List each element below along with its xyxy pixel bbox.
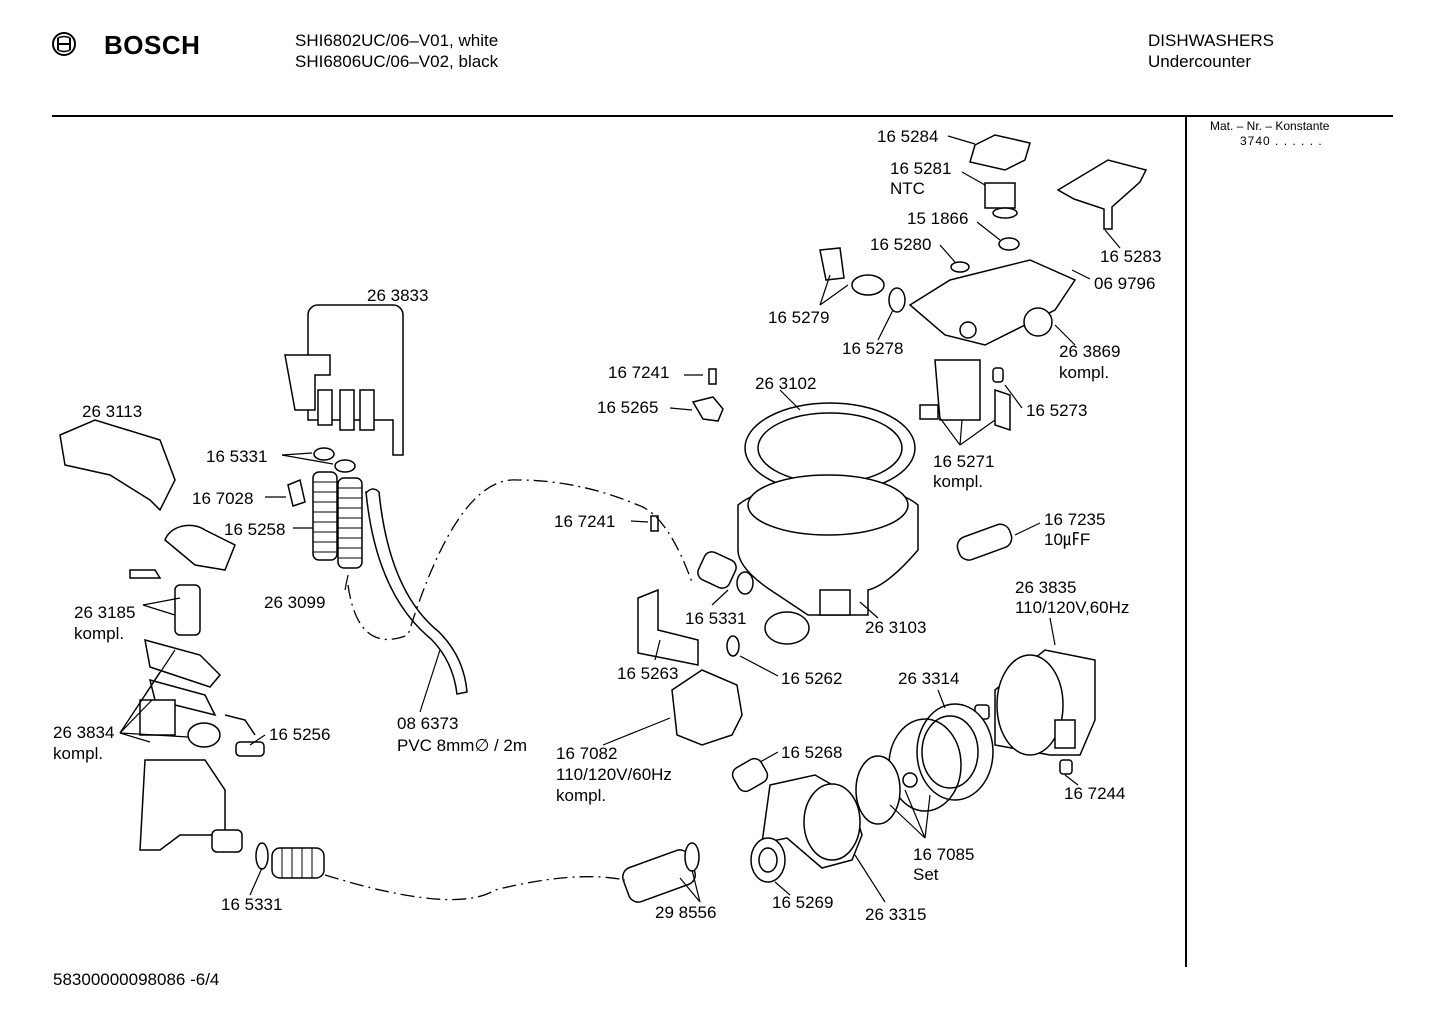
part-label: 26 3103 [865,618,927,637]
mat-nr-title: Mat. – Nr. – Konstante [1210,119,1330,133]
part-label: 16 5268 [781,743,843,762]
part-label: 16 7241 [608,363,670,382]
part-label: 16 7241 [554,512,616,531]
model-line-2: SHI6806UC/06–V02, black [295,52,499,71]
part-label-note: Set [913,865,939,884]
part-clip-small [726,635,740,657]
part-label: 16 7082 [556,744,618,763]
part-oring [888,287,906,313]
part-flow-meter [934,359,981,421]
part-label: 16 5331 [206,447,268,466]
part-screw [650,515,659,532]
part-label: 16 5280 [870,235,932,254]
part-label: 08 6373 [397,714,459,733]
parts-drawings [59,134,1148,903]
hose-routing-lines [324,479,694,901]
part-label-note: kompl. [74,624,125,643]
part-clip [819,247,845,281]
part-label: 26 3102 [755,374,817,393]
part-label: 16 5271 [933,452,995,471]
part-oring [255,842,269,870]
part-label: 16 7244 [1064,784,1126,803]
part-label: 26 3113 [82,402,143,421]
part-corrugated-hose [697,551,737,589]
brand-name: BOSCH [104,30,201,60]
part-label: 26 3835 [1015,578,1077,597]
part-label: 16 5281 [890,159,952,178]
part-spring [731,757,769,793]
part-label: 26 3869 [1059,342,1121,361]
part-label: 16 5263 [617,664,679,683]
part-label: 16 5269 [772,893,834,912]
part-capacitor [956,523,1013,561]
part-drain-pump [671,669,743,746]
part-label: 16 5256 [269,725,331,744]
part-label-note: PVC 8mm∅ / 2m [397,736,528,755]
part-level-switch [139,759,226,851]
bosch-logo [50,30,78,63]
part-label: 06 9796 [1094,274,1156,293]
part-label-note: 10㎌F [1044,530,1091,549]
part-label: 26 3099 [264,593,326,612]
document-number: 58300000098086 -6/4 [53,970,220,989]
part-label-note: kompl. [556,786,607,805]
part-oring [764,611,810,645]
part-label: 16 5258 [224,520,286,539]
part-label: 26 3185 [74,603,136,622]
part-label-note: NTC [890,179,925,198]
part-label: 15 1866 [907,209,969,228]
part-label: 29 8556 [655,903,717,922]
part-seal [950,261,970,273]
part-label-note: 110/120V/60Hz [556,765,672,784]
part-screw [708,368,717,385]
part-label: 16 5265 [597,398,659,417]
part-label-note: kompl. [1059,363,1110,382]
part-label: 26 3833 [367,286,429,305]
bosch-armature-icon [52,32,76,56]
part-lever [144,638,222,688]
part-bracket [1056,159,1148,230]
category-line-1: DISHWASHERS [1148,31,1274,50]
leader-lines [119,135,1121,903]
part-ntc-sensor [984,182,1016,209]
part-corrugated-hose [271,847,325,879]
hose-ribs [281,481,362,878]
part-float [164,524,236,571]
part-label: 26 3314 [898,669,960,688]
part-seal [998,237,1020,251]
part-label: 16 7085 [913,845,975,864]
part-label-note: 110/120V,60Hz [1015,598,1130,617]
part-seal [334,459,356,473]
part-cover [59,419,176,512]
part-label: 16 7235 [1044,510,1106,529]
part-label: 16 5284 [877,127,939,146]
part-seal [313,447,335,461]
part-corrugated-hose [337,477,363,569]
part-label: 16 5279 [768,308,830,327]
part-label: 16 5278 [842,339,904,358]
part-label-note: kompl. [933,472,984,491]
part-label: 26 3315 [865,905,927,924]
part-label: 16 5262 [781,669,843,688]
part-clip [691,396,724,422]
part-cap [969,134,1031,171]
part-label: 26 3834 [53,723,115,742]
part-sensor-housing [908,259,1077,346]
part-label-note: kompl. [53,744,104,763]
part-label: 16 5331 [221,895,283,914]
mat-nr-value: 3740 . . . . . . [1240,134,1323,148]
part-label: 16 7028 [192,489,254,508]
part-clip-small [287,478,306,507]
model-line-1: SHI6802UC/06–V01, white [295,31,499,50]
part-impeller [855,755,901,825]
part-corrugated-hose [312,471,338,561]
part-air-break [307,304,404,456]
category-line-2: Undercounter [1148,52,1252,71]
part-hose [365,488,468,695]
part-label: 16 5331 [685,609,747,628]
part-label: 16 5273 [1026,401,1088,420]
part-label: 16 5283 [1100,247,1162,266]
part-bracket [637,588,699,666]
